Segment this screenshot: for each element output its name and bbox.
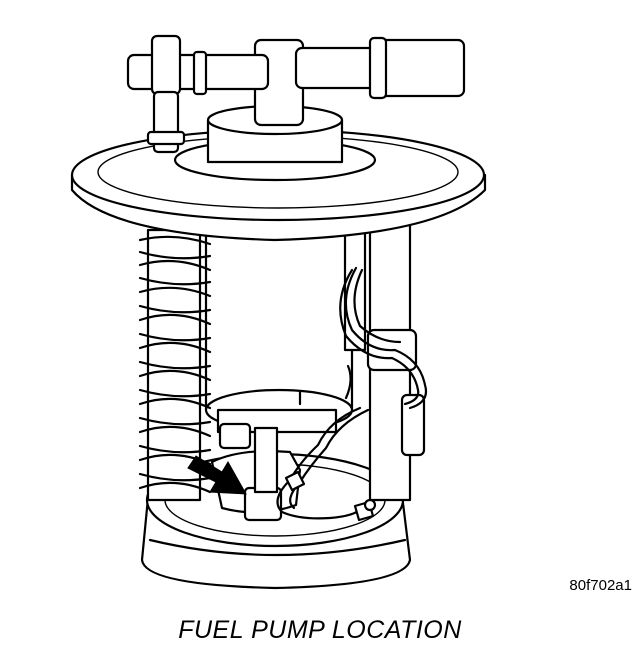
figure-caption: FUEL PUMP LOCATION — [178, 616, 462, 644]
location-arrow — [187, 455, 247, 495]
level-sender-tube — [343, 223, 426, 502]
fuel-outlet-fitting — [126, 34, 466, 154]
wiring-harness — [276, 266, 428, 522]
coil-spring — [138, 228, 212, 502]
figure-reference-code: 80f702a1 — [569, 577, 632, 594]
